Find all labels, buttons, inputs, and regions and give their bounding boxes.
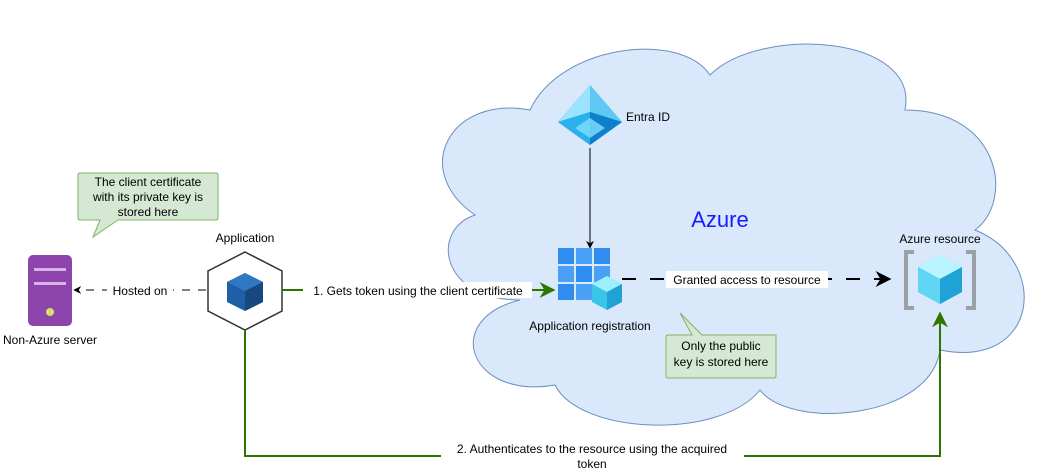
gets-token-label: 1. Gets token using the client certifica… <box>313 284 523 298</box>
hosted-on-edge: Hosted on <box>73 283 206 298</box>
authenticates-label-line-2: token <box>577 457 606 471</box>
granted-access-edge: Granted access to resource <box>622 271 892 288</box>
certificate-callout-line-3: stored here <box>118 205 179 219</box>
entra-id-node[interactable]: Entra ID <box>558 85 670 145</box>
application-node[interactable]: Application <box>207 231 283 331</box>
certificate-callout-line-1: The client certificate <box>95 175 202 189</box>
certificate-callout-line-2: with its private key is <box>92 190 203 204</box>
public-key-callout-line-1: Only the public <box>681 339 760 353</box>
app-registration-node[interactable]: Application registration <box>529 248 651 333</box>
azure-resource-label: Azure resource <box>899 232 981 246</box>
entra-id-label: Entra ID <box>626 110 670 124</box>
authenticates-label-line-1: 2. Authenticates to the resource using t… <box>457 442 727 456</box>
certificate-callout: The client certificate with its private … <box>77 172 219 239</box>
entra-id-icon <box>558 85 622 145</box>
server-label: Non-Azure server <box>3 333 97 347</box>
public-key-callout-line-2: key is stored here <box>674 355 769 369</box>
azure-resource-node[interactable]: Azure resource <box>899 232 981 310</box>
authenticates-edge: 2. Authenticates to the resource using t… <box>244 311 948 473</box>
server-icon <box>28 255 72 326</box>
application-label: Application <box>216 231 275 245</box>
cloud-label: Azure <box>691 207 748 232</box>
non-azure-server-node[interactable]: Non-Azure server <box>3 255 97 347</box>
application-icon <box>207 251 283 331</box>
app-registration-label: Application registration <box>529 319 650 333</box>
public-key-callout: Only the public key is stored here <box>665 312 777 379</box>
azure-resource-icon <box>904 250 976 310</box>
granted-access-label: Granted access to resource <box>673 273 821 287</box>
gets-token-edge: 1. Gets token using the client certifica… <box>282 282 556 298</box>
app-registration-icon <box>558 248 622 310</box>
hosted-on-label: Hosted on <box>113 284 168 298</box>
